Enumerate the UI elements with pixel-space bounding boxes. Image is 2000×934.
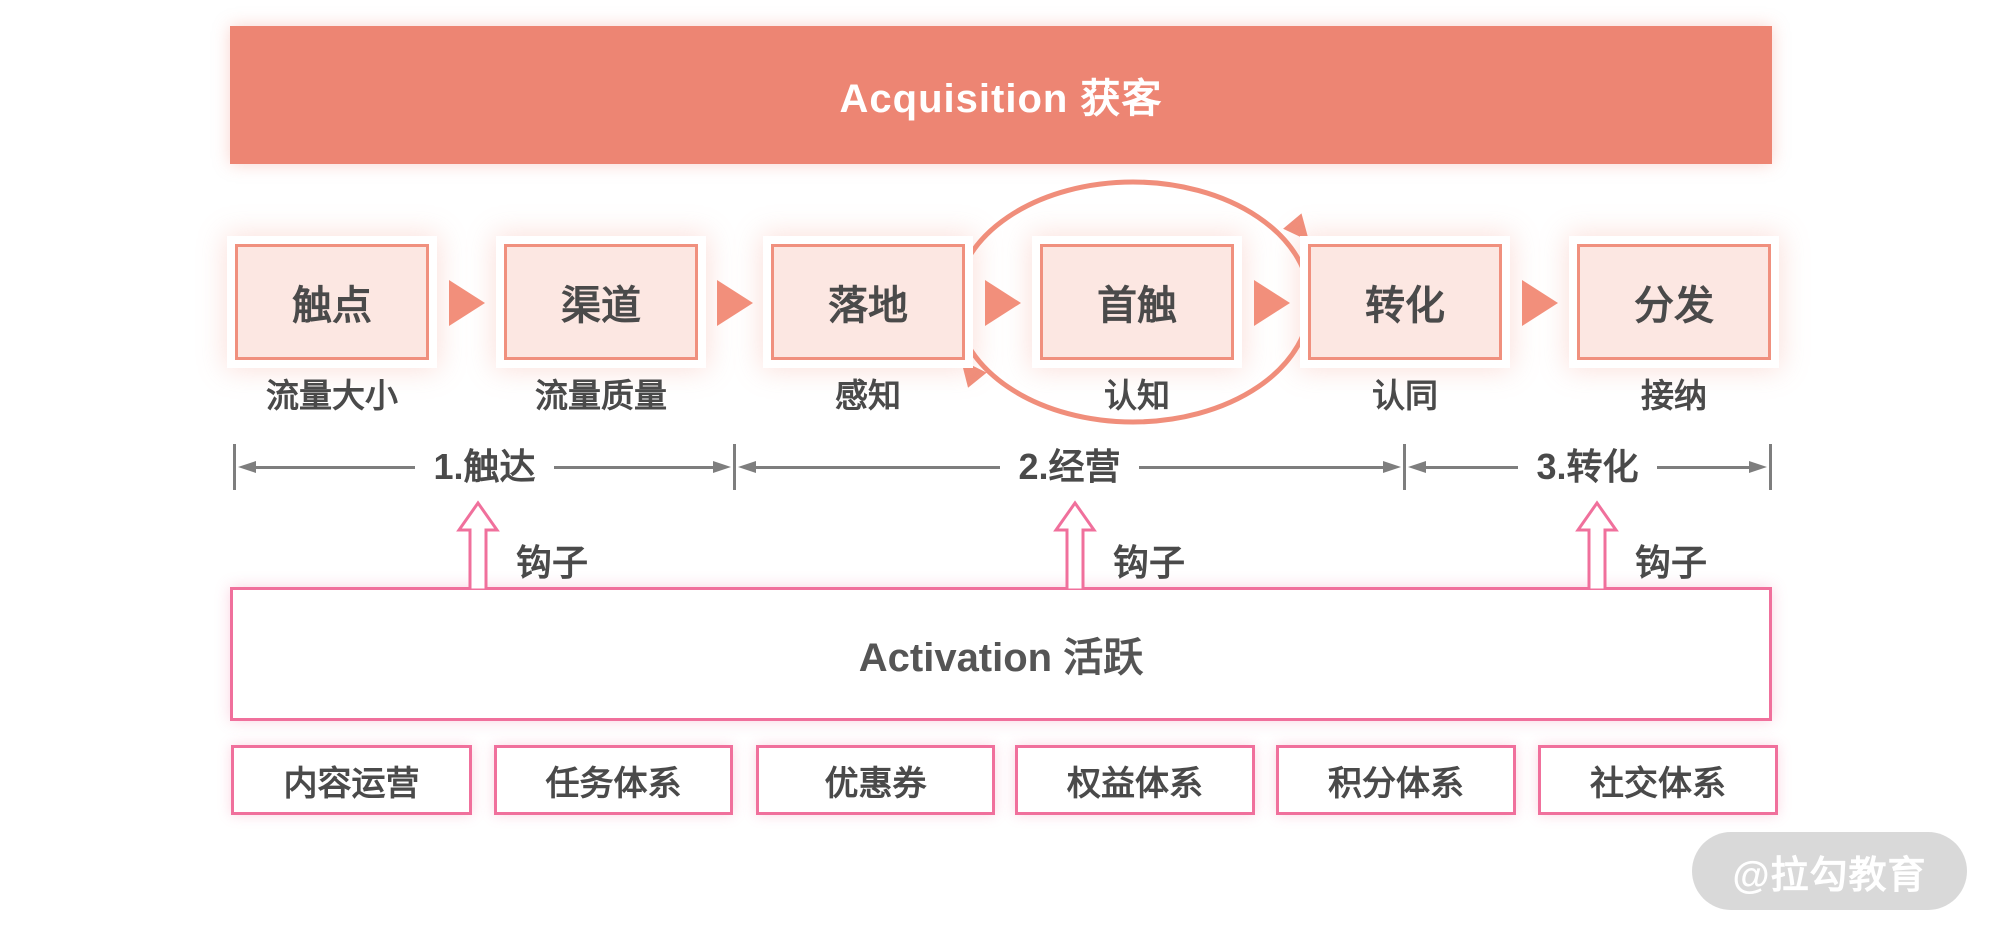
stage-box-first-touch: 首触 — [1040, 244, 1234, 360]
dim-arrow-left-icon — [738, 461, 756, 473]
watermark-badge: @拉勾教育 — [1692, 832, 1967, 910]
dim-arrow-right-icon — [1383, 461, 1401, 473]
acquisition-banner: Acquisition 获客 — [230, 26, 1772, 164]
dim-line — [756, 465, 1001, 469]
hook-arrow-icon — [1053, 500, 1097, 590]
stage-box-touchpoint: 触点 — [235, 244, 429, 360]
system-box-social-system: 社交体系 — [1538, 745, 1778, 815]
flow-arrow-icon — [1522, 280, 1558, 326]
hook-label: 钩子 — [516, 542, 589, 583]
hook-arrow-icon — [1575, 500, 1619, 590]
stage-label: 渠道 — [561, 284, 641, 328]
flow-arrow-icon — [1254, 280, 1290, 326]
phase-label: 3.转化 — [1536, 446, 1639, 487]
stage-sublabel-acceptance: 接纳 — [1641, 377, 1707, 414]
stage-sublabel-perception: 感知 — [835, 377, 901, 414]
acquisition-banner-title: Acquisition 获客 — [839, 77, 1163, 121]
stage-label: 首触 — [1097, 284, 1177, 328]
stage-label: 分发 — [1634, 284, 1714, 328]
flow-arrow-icon — [717, 280, 753, 326]
flow-arrow-icon — [985, 280, 1021, 326]
dimension-tick — [1403, 444, 1406, 490]
stage-label: 转化 — [1365, 284, 1445, 328]
phase-segment-reach: 1.触达 — [238, 445, 731, 489]
dimension-tick — [733, 444, 736, 490]
system-label: 权益体系 — [1067, 764, 1203, 803]
hook-label: 钩子 — [1635, 542, 1708, 583]
activation-box: Activation 活跃 — [230, 587, 1772, 721]
phase-segment-convert: 3.转化 — [1408, 445, 1767, 489]
hook-arrow-icon — [456, 500, 500, 590]
dim-arrow-right-icon — [713, 461, 731, 473]
system-label: 内容运营 — [283, 764, 420, 803]
dim-arrow-right-icon — [1749, 461, 1767, 473]
system-box-points-system: 积分体系 — [1276, 745, 1516, 815]
system-label: 积分体系 — [1328, 764, 1464, 803]
flow-arrow-icon — [449, 280, 485, 326]
dim-arrow-left-icon — [238, 461, 256, 473]
phase-segment-operate: 2.经营 — [738, 445, 1401, 489]
dim-line — [1138, 465, 1383, 469]
stage-sublabel-identification: 认同 — [1372, 377, 1438, 414]
stage-box-landing: 落地 — [771, 244, 965, 360]
system-label: 任务体系 — [545, 764, 682, 803]
stage-label: 落地 — [828, 284, 908, 328]
system-box-benefit-system: 权益体系 — [1015, 745, 1255, 815]
stage-sublabel-traffic-quality: 流量质量 — [535, 377, 667, 414]
dimension-tick — [233, 444, 236, 490]
stage-box-conversion: 转化 — [1308, 244, 1502, 360]
stage-label: 触点 — [292, 284, 372, 328]
hook-label: 钩子 — [1113, 542, 1186, 583]
dim-line — [256, 465, 416, 469]
activation-title: Activation 活跃 — [858, 636, 1144, 680]
phase-label: 2.经营 — [1018, 446, 1121, 487]
phase-label: 1.触达 — [433, 446, 536, 487]
dim-line — [1426, 465, 1519, 469]
stage-sublabel-cognition: 认知 — [1104, 377, 1170, 414]
dim-arrow-left-icon — [1408, 461, 1426, 473]
system-box-task-system: 任务体系 — [494, 745, 733, 815]
watermark-label: @拉勾教育 — [1732, 854, 1927, 897]
stage-box-distribution: 分发 — [1577, 244, 1771, 360]
dim-line — [553, 465, 713, 469]
dim-line — [1656, 465, 1749, 469]
dimension-tick — [1769, 444, 1772, 490]
stage-sublabel-traffic-volume: 流量大小 — [266, 377, 398, 414]
system-box-content-operation: 内容运营 — [231, 745, 472, 815]
system-label: 社交体系 — [1590, 764, 1726, 803]
system-label: 优惠券 — [824, 764, 927, 803]
stage-box-channel: 渠道 — [504, 244, 698, 360]
system-box-coupon: 优惠券 — [756, 745, 995, 815]
